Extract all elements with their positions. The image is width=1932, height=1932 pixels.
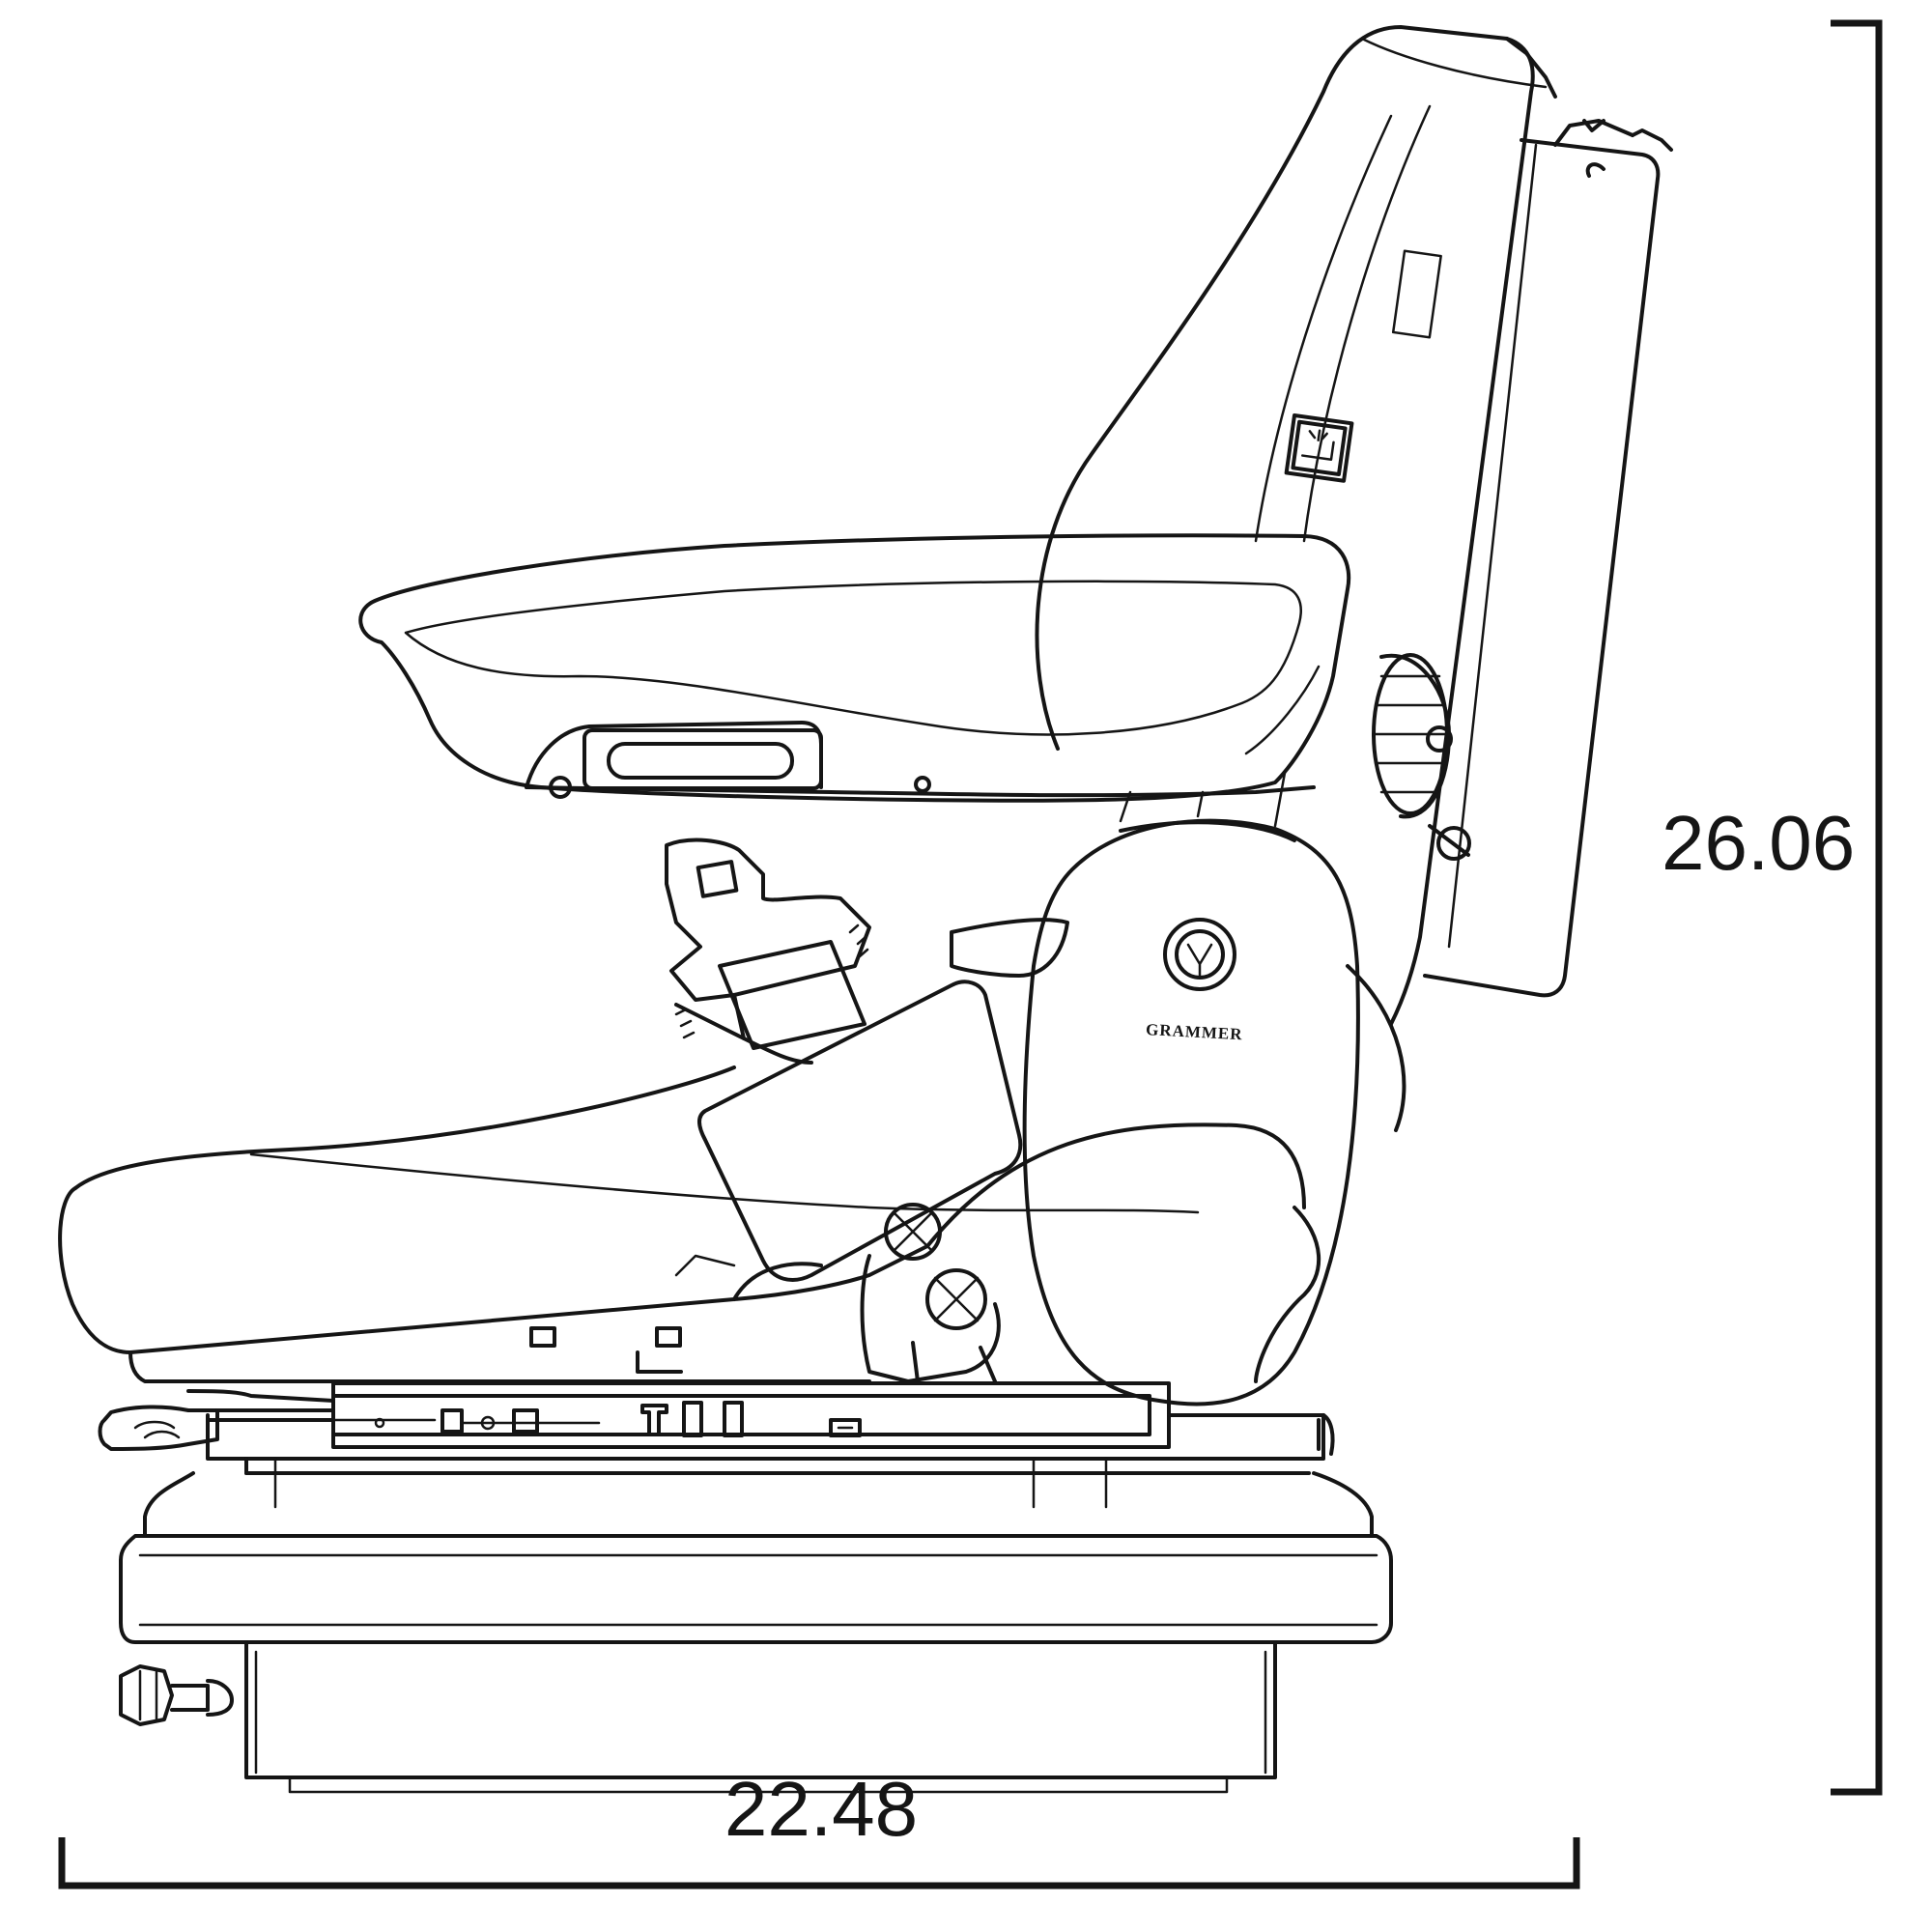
backrest-adjustment-knob[interactable]	[1372, 653, 1471, 861]
recline-lever[interactable]	[950, 918, 1069, 978]
height-adjustment-knob[interactable]	[119, 1664, 234, 1726]
grammer-logo-icon	[1163, 918, 1236, 991]
width-dimension: 22.48	[58, 1766, 1580, 1889]
rear-back-panel	[1423, 119, 1673, 998]
armrest	[358, 533, 1351, 803]
backrest	[1035, 25, 1557, 1026]
seat-heater-icon	[1284, 413, 1354, 483]
hinge-bolts	[860, 1203, 1001, 1383]
seat-belt-buckle[interactable]	[665, 838, 1023, 1282]
pivot-housing	[1022, 771, 1406, 1406]
fore-aft-handle[interactable]	[98, 1389, 335, 1451]
slide-rail	[331, 1381, 1171, 1449]
seat-cushion	[58, 1065, 1321, 1383]
brand-label: GRAMMER	[1146, 1020, 1243, 1043]
height-dimension: 26.06	[1662, 19, 1883, 1796]
suspension-base	[119, 1413, 1393, 1794]
width-dimension-label: 22.48	[724, 1766, 918, 1852]
height-dimension-label: 26.06	[1662, 800, 1855, 886]
